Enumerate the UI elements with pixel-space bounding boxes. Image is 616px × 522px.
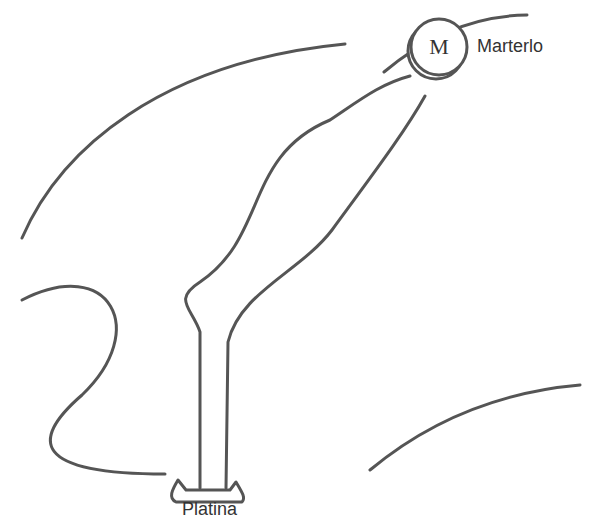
bone-outline: [226, 96, 425, 488]
bone-outline: [186, 76, 410, 488]
part-name: Platina: [182, 499, 237, 520]
node-letter: M: [429, 34, 449, 60]
outline-curve: [370, 385, 580, 470]
outline-curve: [22, 286, 165, 474]
footplate: [172, 480, 244, 502]
circle-node: M: [408, 16, 470, 78]
part-name: Marterlo: [477, 36, 543, 57]
